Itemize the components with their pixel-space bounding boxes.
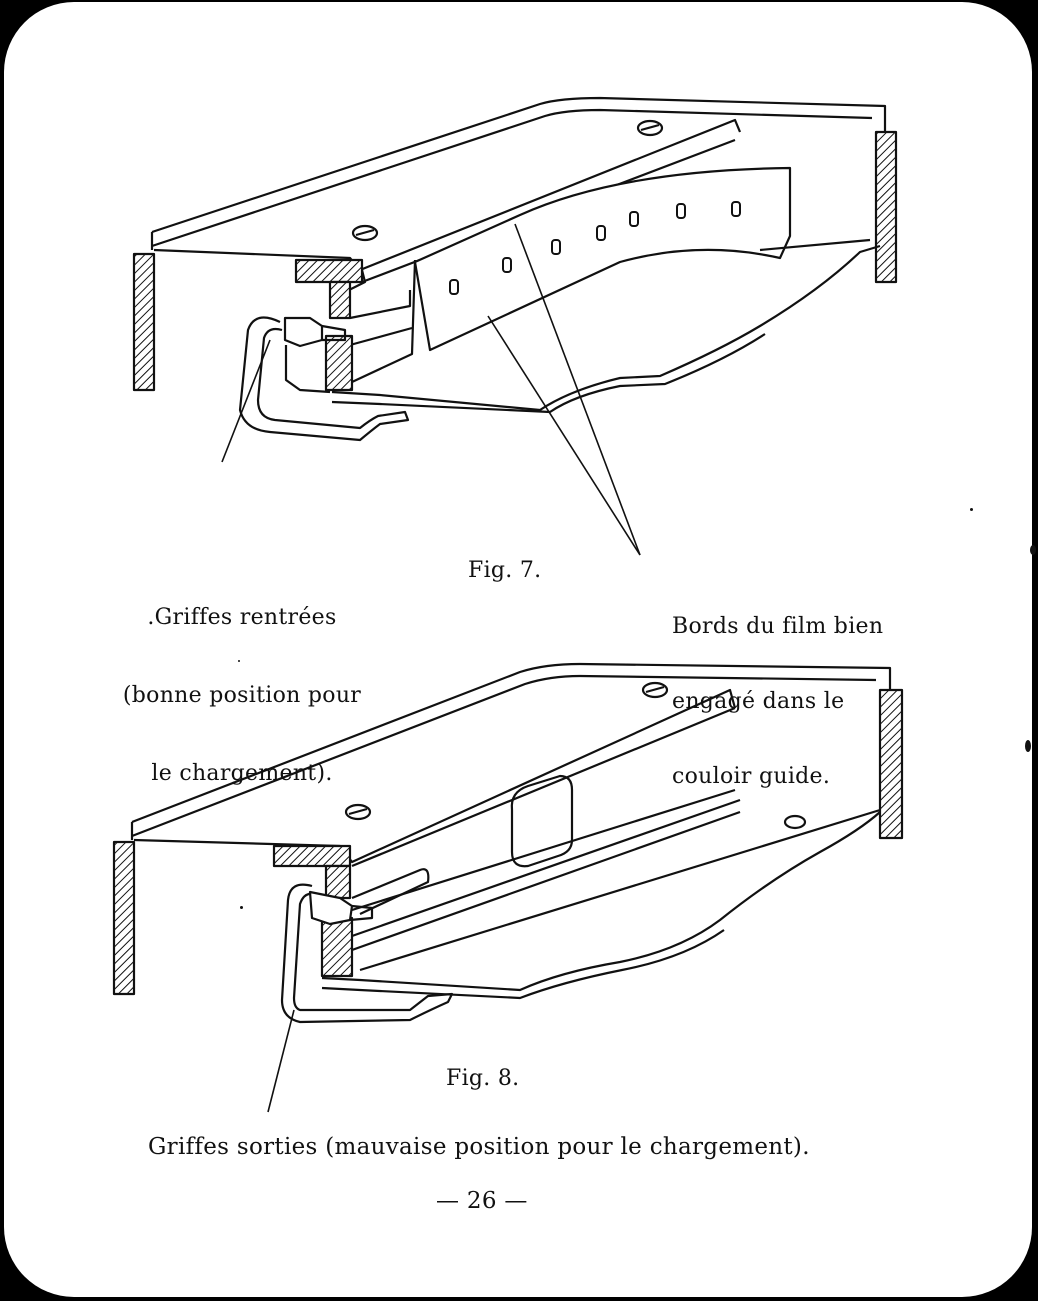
- screw-icon: [344, 803, 372, 821]
- figure-7-drawing: [132, 96, 898, 556]
- caption-line: le chargement).: [151, 761, 333, 786]
- caption-line: Bords du film bien: [672, 614, 884, 639]
- screw-icon: [641, 681, 669, 699]
- right-wall-hatch: [874, 130, 898, 284]
- scan-speck: [240, 906, 243, 909]
- fig8-label: Fig. 8.: [446, 1066, 520, 1091]
- left-wall-hatch: [112, 840, 136, 996]
- left-wall-hatch: [132, 252, 156, 392]
- caption-line: engagé dans le: [672, 689, 845, 714]
- page-number: — 26 —: [436, 1188, 528, 1214]
- film-perforations: [449, 201, 741, 295]
- scan-speck: [238, 660, 240, 662]
- fig7-left-caption: .Griffes rentrées (bonne position pour l…: [104, 553, 380, 839]
- figure-8-drawing: [112, 662, 904, 1113]
- caption-line: (bonne position pour: [122, 683, 362, 708]
- scan-speck: [1030, 545, 1036, 555]
- caption-line: .Griffes rentrées: [147, 605, 337, 630]
- fig8-caption: Griffes sorties (mauvaise position pour …: [148, 1134, 810, 1160]
- caption-line: couloir guide.: [672, 764, 831, 789]
- scan-speck: [970, 508, 973, 511]
- fig7-label: Fig. 7.: [468, 558, 542, 583]
- screw-icon: [783, 814, 807, 830]
- scan-speck: [1025, 740, 1031, 752]
- right-wall-hatch: [878, 688, 904, 840]
- screw-icon: [351, 224, 379, 242]
- screw-icon: [636, 119, 664, 137]
- fig7-right-caption: Bords du film bien engagé dans le couloi…: [672, 564, 883, 839]
